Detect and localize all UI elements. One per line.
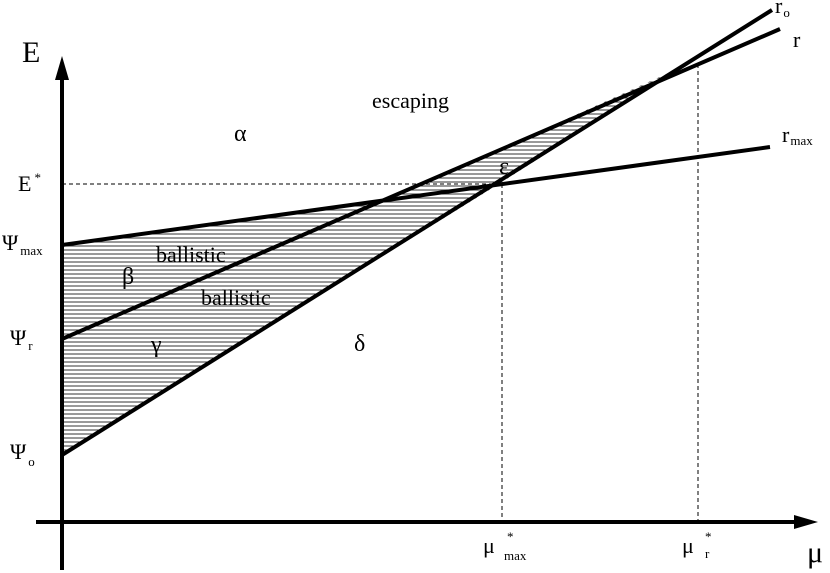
svg-text:*: * (507, 529, 514, 544)
x-axis-label: μ (807, 536, 823, 569)
y-axis-arrowhead (55, 56, 69, 80)
region-alpha: α (234, 121, 247, 147)
annotation-ballistic-lower: ballistic (201, 285, 271, 310)
region-beta: β (122, 264, 134, 290)
y-tick-e-star: E* (18, 170, 41, 196)
svg-text:μ: μ (483, 533, 495, 558)
line-r-o (60, 8, 774, 457)
x-axis-arrowhead (794, 515, 818, 529)
x-tick-mu-max: μ * max (483, 529, 527, 563)
svg-text:r: r (705, 546, 710, 561)
y-axis-label: E (22, 36, 40, 69)
x-tick-mu-r: μ * r (682, 529, 712, 561)
line-r-max (61, 145, 771, 247)
region-gamma: γ (150, 332, 162, 358)
label-r-max: rmax (782, 122, 813, 148)
svg-text:*: * (705, 529, 712, 544)
label-r: r (793, 27, 801, 52)
svg-text:μ: μ (682, 533, 694, 558)
annotation-escaping: escaping (372, 88, 449, 113)
region-epsilon: ε (499, 154, 509, 180)
region-delta: δ (354, 331, 365, 357)
svg-text:max: max (504, 548, 527, 563)
annotation-ballistic-upper: ballistic (156, 242, 226, 267)
label-r-o: ro (775, 0, 790, 20)
